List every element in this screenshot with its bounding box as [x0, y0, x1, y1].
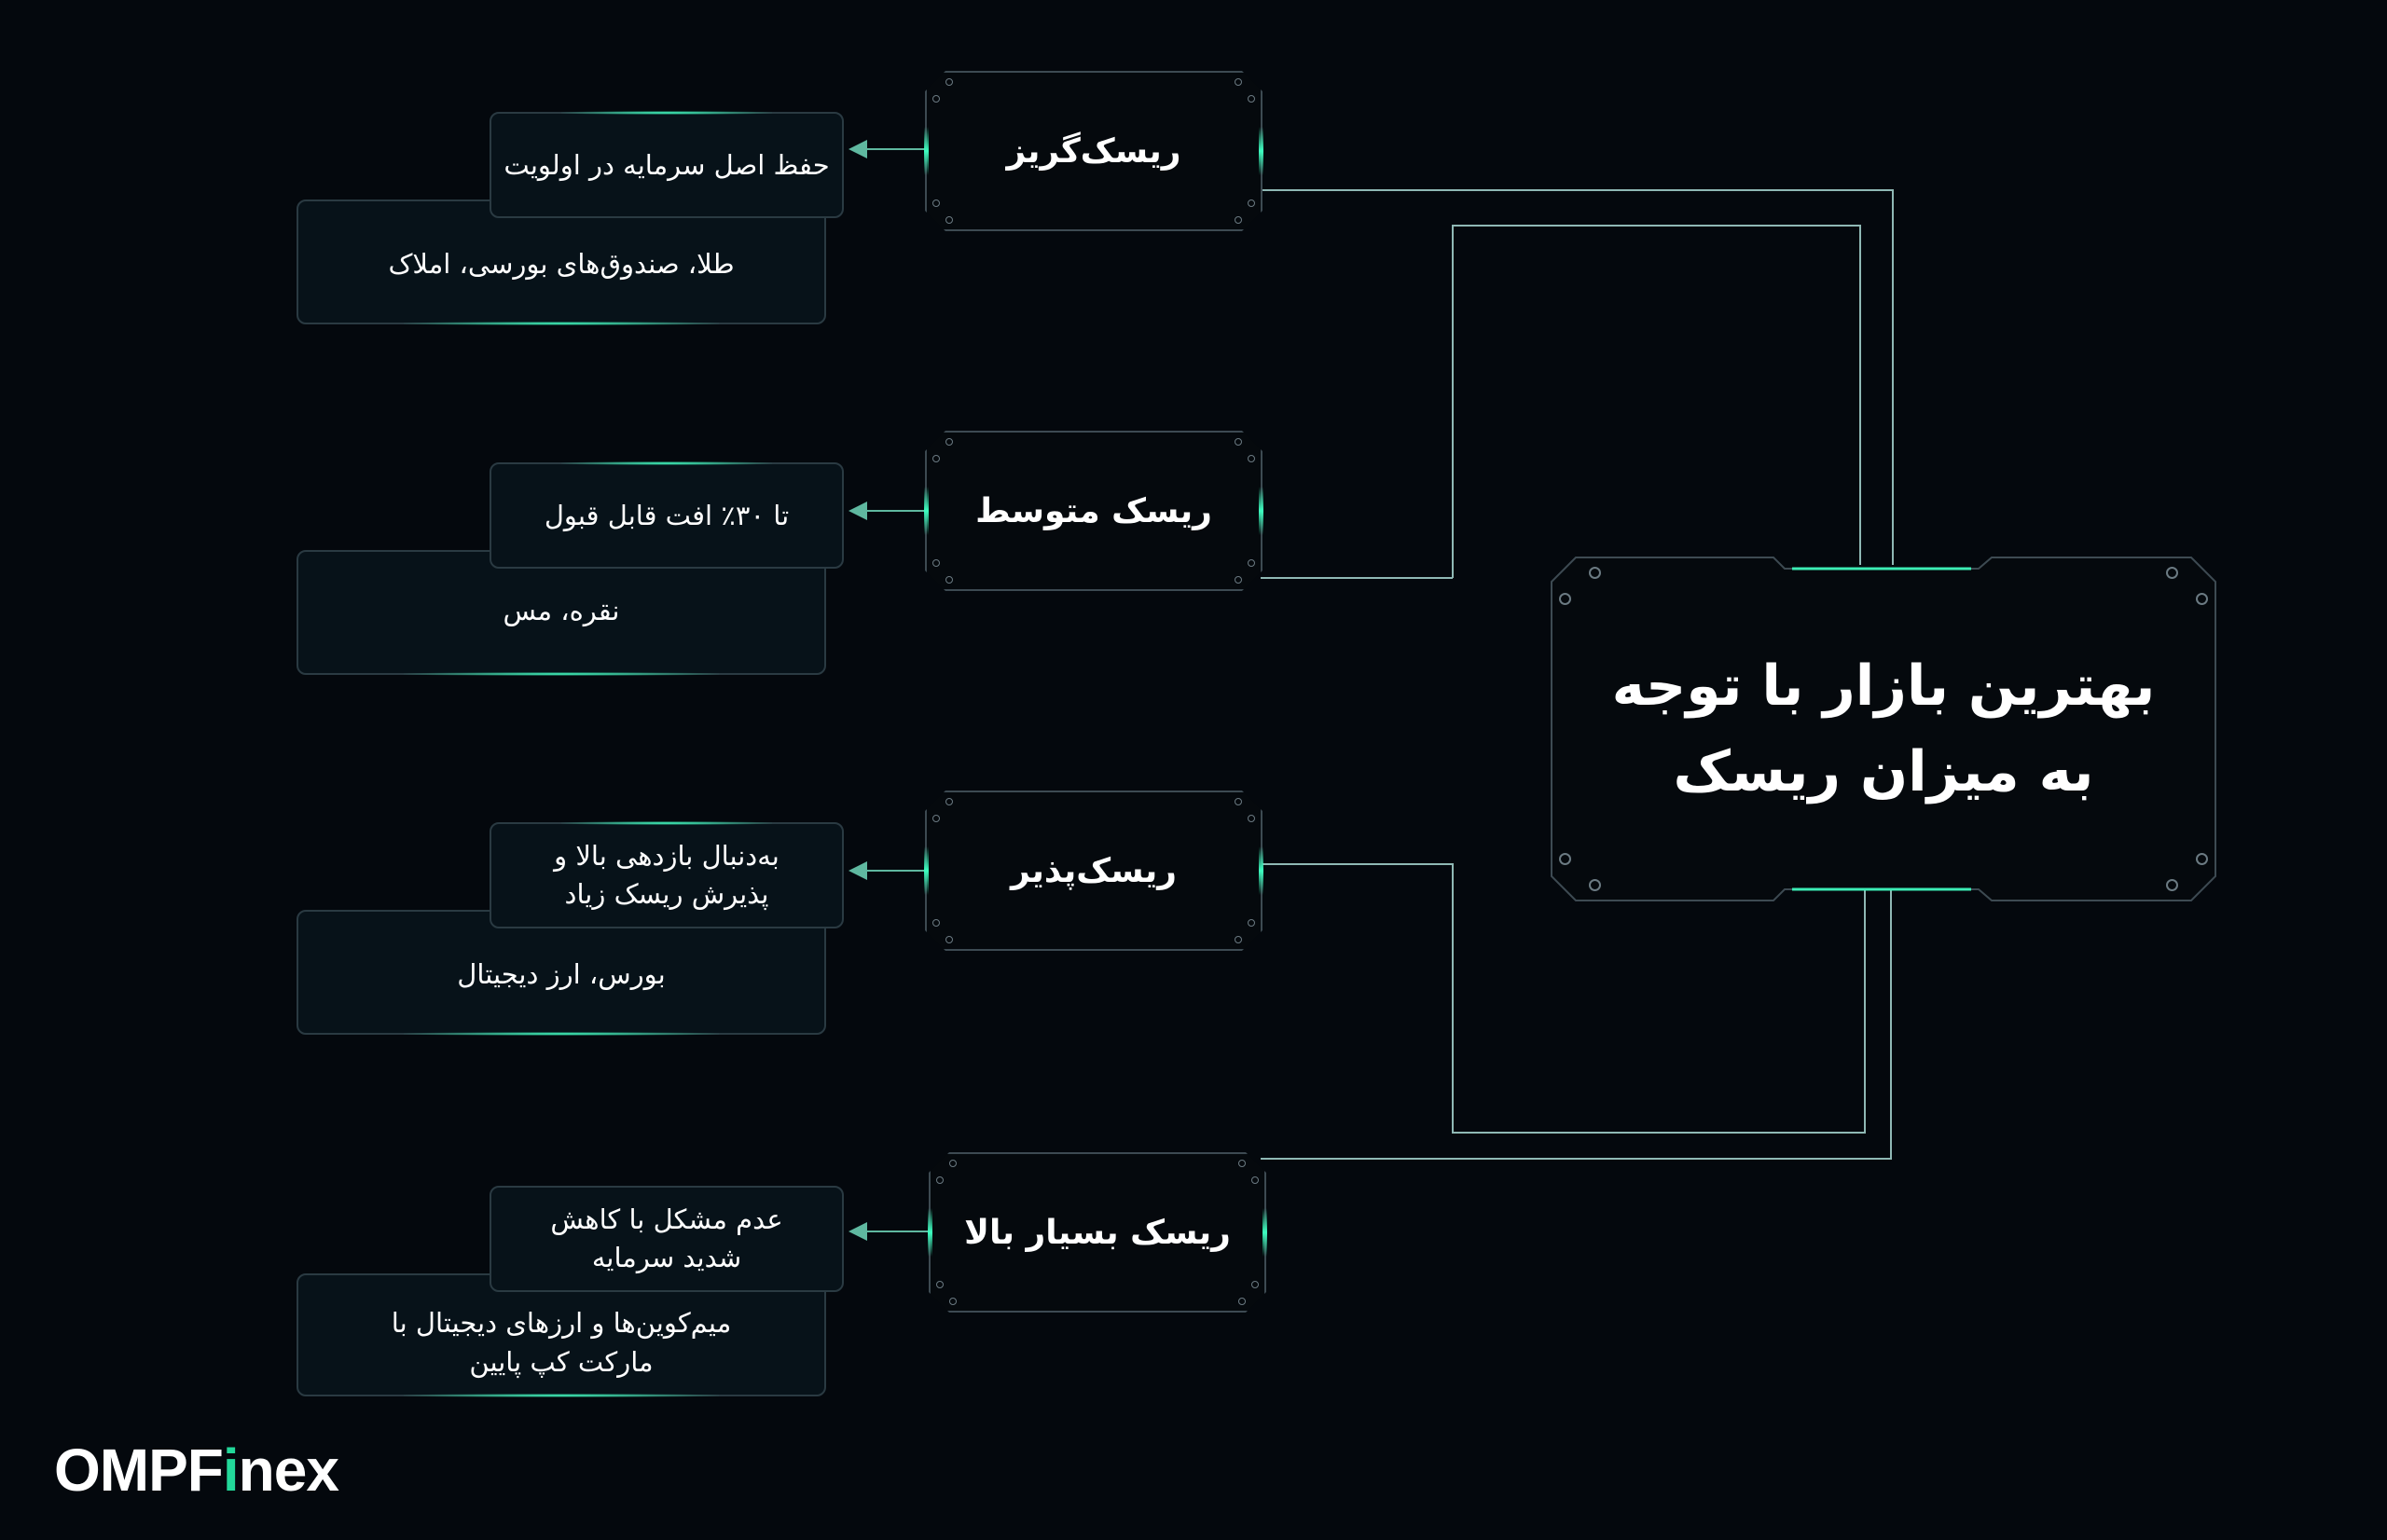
wire-profile-1b: [1452, 225, 1861, 578]
brand-logo: OMPFinex: [54, 1437, 339, 1504]
reason-box-4: عدم مشکل با کاهش شدید سرمایه: [490, 1186, 844, 1292]
reason-box-3: به‌دنبال بازدهی بالا و پذیرش ریسک زیاد: [490, 821, 844, 928]
profile-node-1: ریسک‌گریز: [924, 71, 1263, 231]
wire-profile-4: [1261, 890, 1892, 1160]
profile-node-4: ریسک بسیار بالا: [928, 1152, 1267, 1313]
title-line-2: به میزان ریسک: [1673, 739, 2094, 804]
market-box-3: بورس، ارز دیجیتال: [297, 910, 826, 1036]
market-text-2: نقره، مس: [503, 595, 620, 626]
profile-node-3: ریسک‌پذیر: [924, 791, 1263, 951]
wire-profile-3: [1261, 863, 1866, 1134]
title-line-1: بهترین بازار با توجه: [1611, 653, 2156, 719]
profile-label-2: ریسک متوسط: [975, 491, 1212, 530]
market-text-3: بورس، ارز دیجیتال: [457, 958, 666, 990]
reason-text-4: عدم مشکل با کاهش شدید سرمایه: [550, 1203, 783, 1273]
center-node: بهترین بازار با توجه به میزان ریسک: [1550, 556, 2217, 902]
reason-box-1: حفظ اصل سرمایه در اولویت: [490, 111, 844, 218]
wire-profile-1: [1261, 189, 1894, 565]
center-node-frame: [1551, 557, 2216, 901]
market-box-1: طلا، صندوق‌های بورسی، املاک: [297, 199, 826, 325]
profile-label-4: ریسک بسیار بالا: [964, 1213, 1231, 1252]
profile-label-3: ریسک‌پذیر: [1011, 851, 1177, 890]
center-title: بهترین بازار با توجه به میزان ریسک: [1550, 556, 2217, 902]
reason-box-2: تا ۳۰٪ افت قابل قبول: [490, 461, 844, 569]
profile-label-1: ریسک‌گریز: [1006, 131, 1181, 171]
profile-node-2: ریسک متوسط: [924, 431, 1263, 591]
market-text-1: طلا، صندوق‌های بورسی، املاک: [388, 248, 735, 280]
reason-text-1: حفظ اصل سرمایه در اولویت: [504, 148, 830, 181]
reason-text-3: به‌دنبال بازدهی بالا و پذیرش ریسک زیاد: [554, 840, 780, 910]
market-box-2: نقره، مس: [297, 550, 826, 676]
market-box-4: میم‌کوین‌ها و ارزهای دیجیتال با مارکت کپ…: [297, 1273, 826, 1397]
reason-text-2: تا ۳۰٪ افت قابل قبول: [544, 499, 790, 531]
market-text-4: میم‌کوین‌ها و ارزهای دیجیتال با مارکت کپ…: [391, 1307, 732, 1378]
